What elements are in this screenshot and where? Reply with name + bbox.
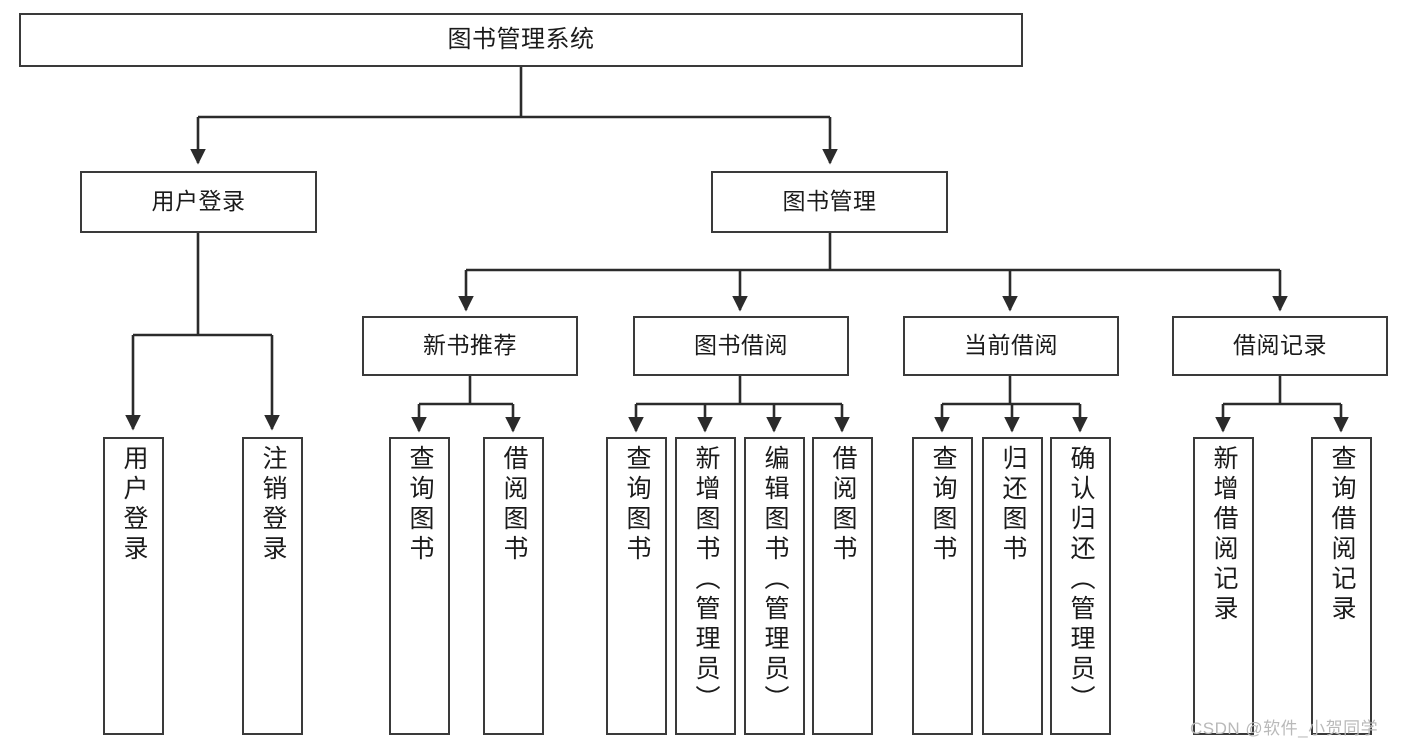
node-label: 图书借阅 <box>694 332 788 359</box>
node-label: 图书管理 <box>782 188 877 215</box>
node-new-book-recommend[interactable]: 新书推荐 <box>362 316 578 376</box>
leaf-current-confirm-return-admin[interactable]: 确认归还（管理员） <box>1050 437 1111 735</box>
leaf-recommend-borrow-book[interactable]: 借阅图书 <box>483 437 544 735</box>
leaf-recommend-query-book[interactable]: 查询图书 <box>389 437 450 735</box>
node-label: 查询图书 <box>406 445 434 565</box>
node-label: 查询借阅记录 <box>1328 445 1356 625</box>
leaf-borrow-edit-book-admin[interactable]: 编辑图书（管理员） <box>744 437 805 735</box>
node-label: 新增借阅记录 <box>1210 445 1238 625</box>
leaf-borrow-add-book-admin[interactable]: 新增图书（管理员） <box>675 437 736 735</box>
node-label: 注销登录 <box>259 445 287 565</box>
leaf-user-login-logout[interactable]: 注销登录 <box>242 437 303 735</box>
node-label: 编辑图书（管理员） <box>761 445 789 715</box>
node-label: 归还图书 <box>999 445 1027 565</box>
node-label: 当前借阅 <box>964 332 1058 359</box>
node-borrow-record[interactable]: 借阅记录 <box>1172 316 1388 376</box>
leaf-record-add-record[interactable]: 新增借阅记录 <box>1193 437 1254 735</box>
node-label: 借阅记录 <box>1233 332 1327 359</box>
leaf-user-login-signin[interactable]: 用户登录 <box>103 437 164 735</box>
csdn-watermark: CSDN @软件_小贺同学 <box>1190 719 1379 738</box>
leaf-current-query-book[interactable]: 查询图书 <box>912 437 973 735</box>
node-current-borrow[interactable]: 当前借阅 <box>903 316 1119 376</box>
node-label: 新增图书（管理员） <box>692 445 720 715</box>
node-book-borrow[interactable]: 图书借阅 <box>633 316 849 376</box>
node-label: 查询图书 <box>929 445 957 565</box>
leaf-borrow-query-book[interactable]: 查询图书 <box>606 437 667 735</box>
node-label: 图书管理系统 <box>447 25 595 53</box>
leaf-record-query-record[interactable]: 查询借阅记录 <box>1311 437 1372 735</box>
node-label: 借阅图书 <box>829 445 857 565</box>
node-label: 用户登录 <box>120 445 148 565</box>
node-label: 用户登录 <box>151 188 246 215</box>
node-user-login[interactable]: 用户登录 <box>80 171 317 233</box>
node-book-management[interactable]: 图书管理 <box>711 171 948 233</box>
leaf-current-return-book[interactable]: 归还图书 <box>982 437 1043 735</box>
node-label: 确认归还（管理员） <box>1067 445 1095 715</box>
node-label: 借阅图书 <box>500 445 528 565</box>
node-label: 查询图书 <box>623 445 651 565</box>
node-root-system[interactable]: 图书管理系统 <box>19 13 1023 67</box>
node-label: 新书推荐 <box>423 332 517 359</box>
leaf-borrow-borrow-book[interactable]: 借阅图书 <box>812 437 873 735</box>
